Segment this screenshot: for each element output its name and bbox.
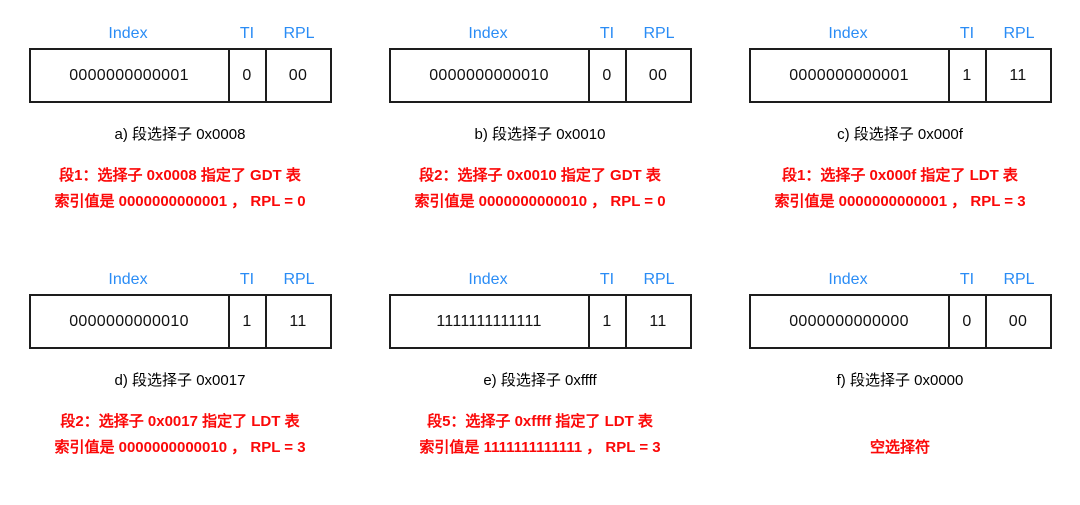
field-header-row: Index TI RPL	[389, 0, 692, 44]
panel-caption: a) 段选择子 0x0008	[114, 126, 246, 143]
rpl-bits-cell: 00	[288, 66, 308, 84]
selector-panel-d: Index TI RPL 0000000000010 1 11 d) 段选择子 …	[0, 262, 360, 505]
header-label-ti: TI	[239, 271, 255, 288]
selector-bitbox: 0000000000001 0 00	[28, 48, 332, 103]
index-bits-cell: 1111111111111	[436, 312, 542, 330]
note-line: 索引值是 0000000000001 ， RPL = 0	[54, 193, 306, 210]
header-label-index: Index	[108, 271, 148, 288]
note-line: 索引值是 0000000000001 ， RPL = 3	[774, 193, 1026, 210]
note-line: 索引值是 0000000000010 ， RPL = 0	[414, 193, 666, 210]
field-header-row: Index TI RPL	[29, 262, 332, 290]
header-label-rpl: RPL	[1003, 271, 1035, 288]
ti-bit-cell: 0	[587, 50, 627, 101]
note-line: 索引值是 0000000000010 ， RPL = 3	[54, 439, 306, 456]
rpl-bits-cell: 00	[1008, 312, 1028, 330]
ti-bit-cell: 1	[587, 296, 627, 347]
selector-panel-c: Index TI RPL 0000000000001 1 11 c) 段选择子 …	[720, 0, 1080, 262]
ti-bit-cell: 0	[227, 50, 267, 101]
selector-bitbox: 0000000000000 0 00	[748, 294, 1052, 349]
note-line: 段1：选择子 0x0008 指定了 GDT 表	[59, 167, 301, 184]
ti-bit-cell: 1	[947, 50, 987, 101]
header-label-index: Index	[828, 25, 868, 42]
header-label-ti: TI	[959, 271, 975, 288]
rpl-bits-cell: 11	[649, 312, 667, 330]
rpl-bits-cell: 11	[289, 312, 307, 330]
panel-note: 段1：选择子 0x000f 指定了 LDT 表 索引值是 00000000000…	[720, 163, 1080, 215]
ti-bit-cell: 1	[227, 296, 267, 347]
header-label-index: Index	[468, 25, 508, 42]
panel-caption: c) 段选择子 0x000f	[837, 126, 963, 143]
panel-note: 段2：选择子 0x0017 指定了 LDT 表 索引值是 00000000000…	[0, 409, 360, 461]
panel-caption: e) 段选择子 0xffff	[483, 372, 597, 389]
panel-note: 段5：选择子 0xffff 指定了 LDT 表 索引值是 11111111111…	[360, 409, 720, 461]
rpl-bits-cell: 11	[1009, 66, 1027, 84]
header-label-ti: TI	[599, 271, 615, 288]
panel-note: 段2：选择子 0x0010 指定了 GDT 表 索引值是 00000000000…	[360, 163, 720, 215]
selector-bitbox: 1111111111111 1 11	[388, 294, 692, 349]
selector-panel-f: Index TI RPL 0000000000000 0 00 f) 段选择子 …	[720, 262, 1080, 505]
index-bits-cell: 0000000000010	[69, 312, 189, 330]
panel-note: 段1：选择子 0x0008 指定了 GDT 表 索引值是 00000000000…	[0, 163, 360, 215]
field-header-row: Index TI RPL	[749, 262, 1052, 290]
header-label-ti: TI	[959, 25, 975, 42]
index-bits-cell: 0000000000001	[789, 66, 909, 84]
header-label-rpl: RPL	[643, 25, 675, 42]
note-line: 索引值是 1111111111111 ， RPL = 3	[419, 439, 661, 456]
note-line: 段5：选择子 0xffff 指定了 LDT 表	[427, 413, 653, 430]
header-label-ti: TI	[599, 25, 615, 42]
index-bits-cell: 0000000000000	[789, 312, 909, 330]
header-label-rpl: RPL	[1003, 25, 1035, 42]
selector-panel-e: Index TI RPL 1111111111111 1 11 e) 段选择子 …	[360, 262, 720, 505]
index-bits-cell: 0000000000001	[69, 66, 189, 84]
field-header-row: Index TI RPL	[749, 0, 1052, 44]
note-line: 段1：选择子 0x000f 指定了 LDT 表	[782, 167, 1018, 184]
index-bits-cell: 0000000000010	[429, 66, 549, 84]
note-line: 段2：选择子 0x0017 指定了 LDT 表	[60, 413, 300, 430]
note-line: 空选择符	[869, 439, 930, 456]
header-label-index: Index	[108, 25, 148, 42]
selector-bitbox: 0000000000010 1 11	[28, 294, 332, 349]
rpl-bits-cell: 00	[648, 66, 668, 84]
panel-caption: d) 段选择子 0x0017	[114, 372, 246, 389]
selector-bitbox: 0000000000001 1 11	[748, 48, 1052, 103]
header-label-rpl: RPL	[283, 25, 315, 42]
note-line: 段2：选择子 0x0010 指定了 GDT 表	[419, 167, 661, 184]
ti-bit-cell: 0	[947, 296, 987, 347]
header-label-rpl: RPL	[283, 271, 315, 288]
header-label-index: Index	[468, 271, 508, 288]
field-header-row: Index TI RPL	[29, 0, 332, 44]
field-header-row: Index TI RPL	[389, 262, 692, 290]
panel-note: 空选择符	[720, 435, 1080, 461]
panel-caption: b) 段选择子 0x0010	[474, 126, 606, 143]
selector-bitbox: 0000000000010 0 00	[388, 48, 692, 103]
panel-caption: f) 段选择子 0x0000	[836, 372, 964, 389]
header-label-rpl: RPL	[643, 271, 675, 288]
selector-panel-b: Index TI RPL 0000000000010 0 00 b) 段选择子 …	[360, 0, 720, 262]
header-label-ti: TI	[239, 25, 255, 42]
header-label-index: Index	[828, 271, 868, 288]
selector-panel-a: Index TI RPL 0000000000001 0 00 a) 段选择子 …	[0, 0, 360, 262]
